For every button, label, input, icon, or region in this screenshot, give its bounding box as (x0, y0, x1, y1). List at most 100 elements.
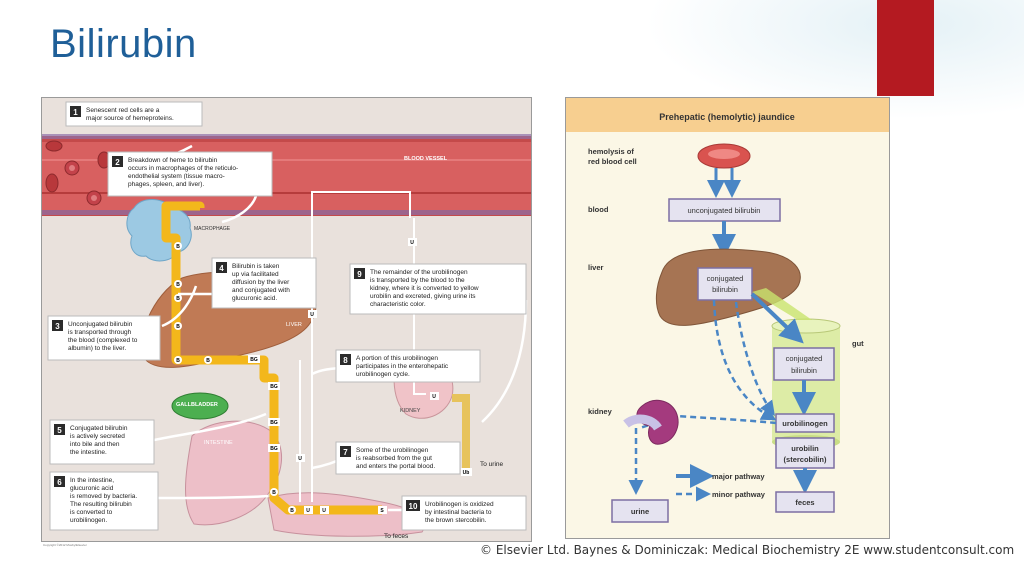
svg-text:the blood (complexed to: the blood (complexed to (68, 337, 138, 344)
step-8-callout: 8 A portion of this urobilinogen partici… (335, 349, 481, 383)
svg-text:into bile and then: into bile and then (70, 441, 120, 448)
step-6-callout: 6 In the intestine, glucuronic acid is r… (49, 471, 159, 531)
gallbladder (171, 392, 229, 420)
svg-text:major source of hemeproteins.: major source of hemeproteins. (86, 115, 174, 122)
svg-text:B: B (176, 296, 180, 302)
svg-text:Breakdown of heme to bilirubin: Breakdown of heme to bilirubin (128, 157, 218, 164)
svg-text:B: B (290, 508, 294, 514)
svg-text:Some of the urobilinogen: Some of the urobilinogen (356, 447, 429, 454)
step-2-callout: 2 Breakdown of heme to bilirubin occurs … (107, 151, 273, 197)
to-feces-label: To feces (384, 533, 409, 540)
svg-text:kidney, where it is converted: kidney, where it is converted to yellow (370, 285, 479, 292)
svg-text:unconjugated bilirubin: unconjugated bilirubin (688, 206, 761, 215)
svg-text:2: 2 (115, 158, 120, 167)
svg-text:up via facilitated: up via facilitated (232, 271, 279, 278)
svg-text:Unconjugated bilirubin: Unconjugated bilirubin (68, 321, 133, 328)
svg-text:B: B (176, 282, 180, 288)
svg-text:U: U (306, 508, 310, 514)
source-credit: © Elsevier Ltd. Baynes & Dominiczak: Med… (480, 543, 1015, 557)
svg-text:5: 5 (57, 426, 62, 435)
figure-title: Prehepatic (hemolytic) jaundice (659, 112, 795, 122)
row-label-blood: blood (588, 205, 609, 214)
svg-text:U: U (410, 240, 414, 246)
bilirubin-pathway (161, 201, 382, 515)
svg-text:and conjugated with: and conjugated with (232, 287, 290, 294)
svg-text:A portion of this urobilinogen: A portion of this urobilinogen (356, 355, 438, 362)
svg-text:urobilinogen: urobilinogen (782, 419, 828, 428)
svg-text:10: 10 (409, 502, 418, 511)
svg-text:B: B (176, 358, 180, 364)
legend: major pathway minor pathway (676, 464, 766, 502)
svg-text:is reabsorbed from the gut: is reabsorbed from the gut (356, 455, 432, 462)
svg-text:Conjugated bilirubin: Conjugated bilirubin (70, 425, 128, 432)
svg-text:urobilinogen.: urobilinogen. (70, 517, 107, 524)
step-9-callout: 9 The remainder of the urobilinogen is t… (349, 263, 527, 315)
svg-text:red blood cell: red blood cell (588, 157, 637, 166)
svg-text:U: U (298, 456, 302, 462)
conjugated-bilirubin-liver-box (697, 267, 753, 301)
svg-text:Urobilinogen is oxidized: Urobilinogen is oxidized (425, 501, 494, 508)
row-label-kidney: kidney (588, 407, 613, 416)
svg-text:8: 8 (343, 356, 348, 365)
step-5-callout: 5 Conjugated bilirubin is actively secre… (49, 419, 155, 465)
minor-pathway-arrows (628, 299, 777, 495)
svg-text:characteristic color.: characteristic color. (370, 301, 426, 308)
bilirubin-metabolism-figure: BLOOD VESSEL MACROPHAGE LIVER GALLBLADDE… (41, 97, 532, 542)
prehepatic-jaundice-figure: Prehepatic (hemolytic) jaundice hemolysi… (565, 97, 890, 539)
svg-text:U: U (322, 508, 326, 514)
svg-text:urine: urine (631, 507, 649, 516)
svg-text:4: 4 (219, 264, 224, 273)
svg-text:BG: BG (270, 384, 278, 390)
svg-text:the brown stercobilin.: the brown stercobilin. (425, 517, 487, 524)
left-figure-copyright: Copyright ©2012 Mosby/Elsevier (43, 543, 87, 547)
svg-text:and enters the portal blood.: and enters the portal blood. (356, 463, 435, 470)
row-label-liver: liver (588, 263, 604, 272)
step-7-callout: 7 Some of the urobilinogen is reabsorbed… (335, 441, 461, 475)
svg-text:BG: BG (270, 420, 278, 426)
svg-text:urobilinogen cycle.: urobilinogen cycle. (356, 371, 410, 378)
step-3-callout: 3 Unconjugated bilirubin is transported … (47, 315, 161, 361)
svg-text:7: 7 (343, 448, 348, 457)
svg-text:conjugated: conjugated (786, 354, 823, 363)
intestine (185, 420, 283, 526)
svg-text:albumin) to the liver.: albumin) to the liver. (68, 345, 126, 352)
svg-text:3: 3 (55, 322, 60, 331)
svg-text:is removed by bacteria.: is removed by bacteria. (70, 493, 137, 500)
svg-text:B: B (176, 244, 180, 250)
blood-vessel-label: BLOOD VESSEL (404, 156, 448, 162)
svg-text:diffusion by the liver: diffusion by the liver (232, 279, 290, 286)
svg-text:glucuronic acid: glucuronic acid (70, 485, 114, 492)
svg-text:B: B (206, 358, 210, 364)
svg-text:feces: feces (795, 498, 814, 507)
red-cells (45, 140, 111, 206)
svg-text:participates in the enterohepa: participates in the enterohepatic (356, 363, 449, 370)
svg-text:is actively secreted: is actively secreted (70, 433, 125, 440)
svg-text:B: B (176, 324, 180, 330)
ureter (452, 394, 470, 470)
intestine-label: INTESTINE (204, 440, 233, 446)
conjugated-bilirubin-gut-box (773, 347, 835, 381)
svg-text:is transported through: is transported through (68, 329, 132, 336)
svg-text:B: B (272, 490, 276, 496)
legend-minor-label: minor pathway (712, 490, 766, 499)
svg-text:urobilin and excreted, giving: urobilin and excreted, giving urine its (370, 293, 476, 300)
kidney-label: KIDNEY (400, 408, 421, 414)
svg-text:9: 9 (357, 270, 362, 279)
figure-header (566, 98, 889, 132)
svg-text:Bilirubin is taken: Bilirubin is taken (232, 263, 280, 270)
svg-text:U: U (432, 394, 436, 400)
svg-text:urobilin: urobilin (791, 444, 819, 453)
macrophage-label: MACROPHAGE (194, 226, 231, 232)
step-10-callout: 10 Urobilinogen is oxidized by intestina… (401, 495, 527, 531)
svg-text:The remainder of the urobilino: The remainder of the urobilinogen (370, 269, 468, 276)
arrow-liver-to-gut (750, 292, 804, 344)
svg-text:bilirubin: bilirubin (791, 366, 817, 375)
svg-text:phages, spleen, and liver).: phages, spleen, and liver). (128, 181, 204, 188)
svg-text:occurs in macrophages of the r: occurs in macrophages of the reticulo- (128, 165, 238, 172)
row-label-hemolysis: hemolysis of (588, 147, 634, 156)
legend-major-label: major pathway (712, 472, 765, 481)
urine-box (611, 499, 669, 523)
feces-box (775, 491, 835, 513)
gallbladder-label: GALLBLADDER (176, 402, 218, 408)
molecule-tags: B B B B B B BG BG BG BG B B U U S U U U … (174, 238, 472, 514)
